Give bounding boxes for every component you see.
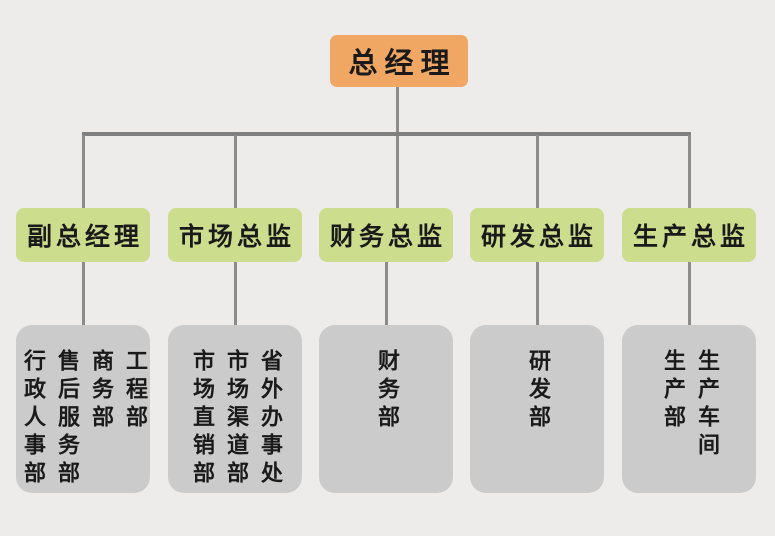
department-group-marketing-director: 省外办事处 市场渠道部 市场直销部: [168, 325, 302, 493]
department-group-deputy-general-manager: 工程部 商务部 售后服务部 行政人事部: [16, 325, 150, 493]
department-label: 行政人事部: [20, 349, 45, 489]
department-label: 商务部: [88, 349, 113, 433]
manager-node-marketing-director: 市场总监: [168, 208, 302, 262]
connector-stem-branch-1: [81, 262, 85, 325]
manager-node-label: 副总经理: [26, 222, 143, 251]
manager-node-rnd-director: 研发总监: [470, 208, 604, 262]
department-label: 财务部: [374, 349, 399, 433]
department-label: 研发部: [525, 349, 550, 433]
department-label: 省外办事处: [257, 349, 282, 489]
manager-node-finance-director: 财务总监: [319, 208, 453, 262]
connector-root-drop: [395, 87, 399, 208]
department-group-finance-director: 财务部: [319, 325, 453, 493]
connector-drop-branch-4: [535, 135, 539, 208]
department-label: 生产部: [660, 349, 685, 433]
department-label: 市场直销部: [189, 349, 214, 489]
department-label: 工程部: [122, 349, 147, 433]
root-node-general-manager: 总经理: [330, 35, 468, 87]
manager-node-deputy-general-manager: 副总经理: [16, 208, 150, 262]
manager-node-label: 财务总监: [329, 222, 446, 251]
department-label: 市场渠道部: [223, 349, 248, 489]
connector-drop-branch-1: [81, 135, 85, 208]
connector-drop-branch-5: [687, 135, 691, 208]
manager-node-label: 生产总监: [632, 222, 749, 251]
department-columns: 工程部 商务部 售后服务部 行政人事部: [20, 349, 147, 489]
connector-horizontal-rail: [81, 132, 691, 136]
connector-stem-branch-5: [687, 262, 691, 325]
department-columns: 财务部: [374, 349, 399, 433]
department-columns: 生产车间 生产部: [660, 349, 719, 461]
manager-node-label: 市场总监: [178, 222, 295, 251]
root-node-label: 总经理: [348, 46, 457, 80]
connector-stem-branch-2: [233, 262, 237, 325]
department-columns: 省外办事处 市场渠道部 市场直销部: [189, 349, 282, 489]
department-group-production-director: 生产车间 生产部: [622, 325, 756, 493]
department-columns: 研发部: [525, 349, 550, 433]
department-label: 售后服务部: [54, 349, 79, 489]
connector-stem-branch-3: [384, 262, 388, 325]
manager-node-label: 研发总监: [480, 222, 597, 251]
department-group-rnd-director: 研发部: [470, 325, 604, 493]
manager-node-production-director: 生产总监: [622, 208, 756, 262]
connector-stem-branch-4: [535, 262, 539, 325]
department-label: 生产车间: [694, 349, 719, 461]
connector-drop-branch-2: [233, 135, 237, 208]
